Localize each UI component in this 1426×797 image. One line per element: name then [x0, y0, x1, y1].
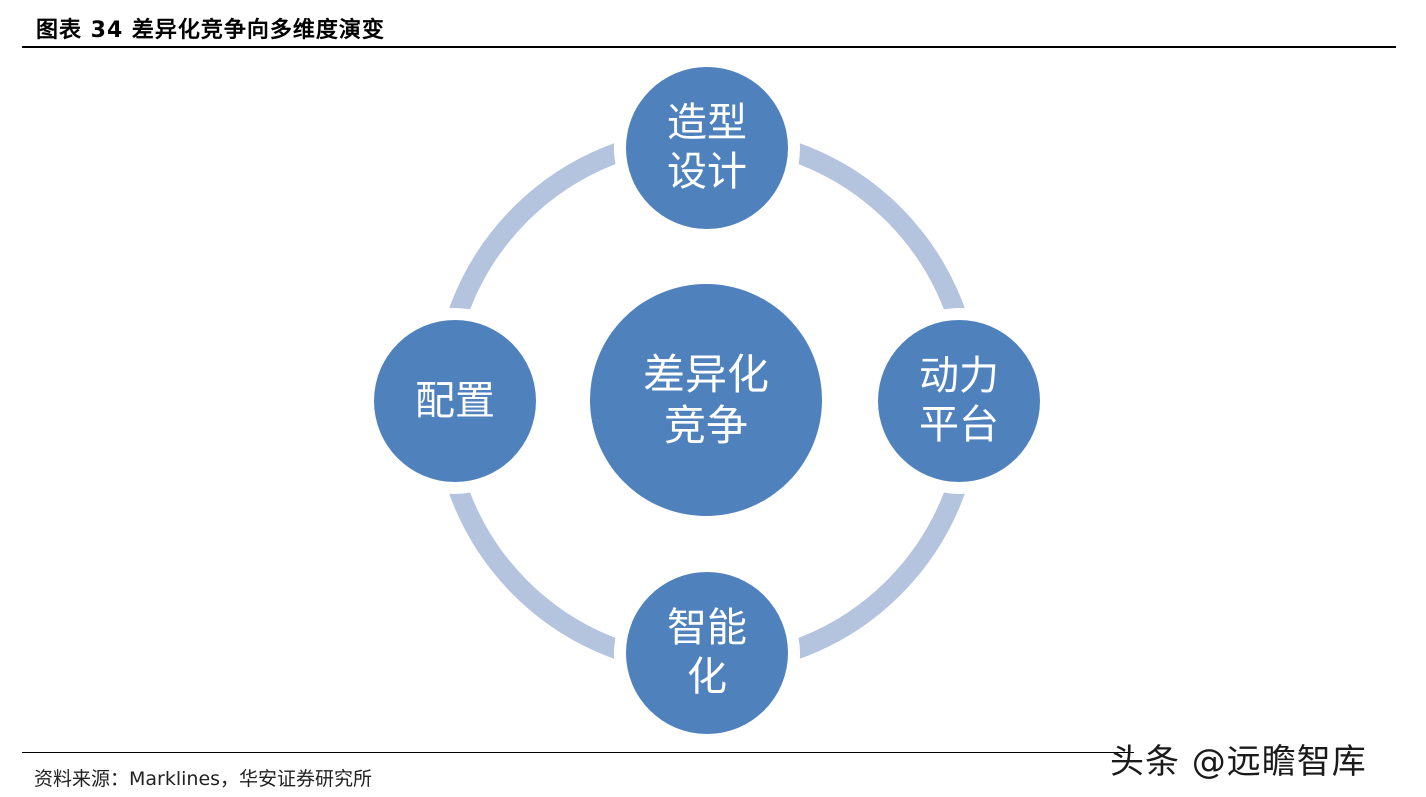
node-differentiated-competition: 差异化 竞争 [590, 284, 822, 516]
source-note: 资料来源：Marklines，华安证券研究所 [34, 768, 373, 790]
watermark: 头条 @远瞻智库 [1110, 742, 1367, 782]
figure-title: 图表 34 差异化竞争向多维度演变 [36, 18, 385, 43]
node-configuration: 配置 [374, 320, 536, 482]
node-styling-design: 造型 设计 [626, 67, 788, 229]
node-intelligence: 智能 化 [626, 572, 788, 734]
node-power-platform: 动力 平台 [878, 320, 1040, 482]
title-rule [22, 46, 1396, 48]
footer-rule [22, 752, 1134, 753]
